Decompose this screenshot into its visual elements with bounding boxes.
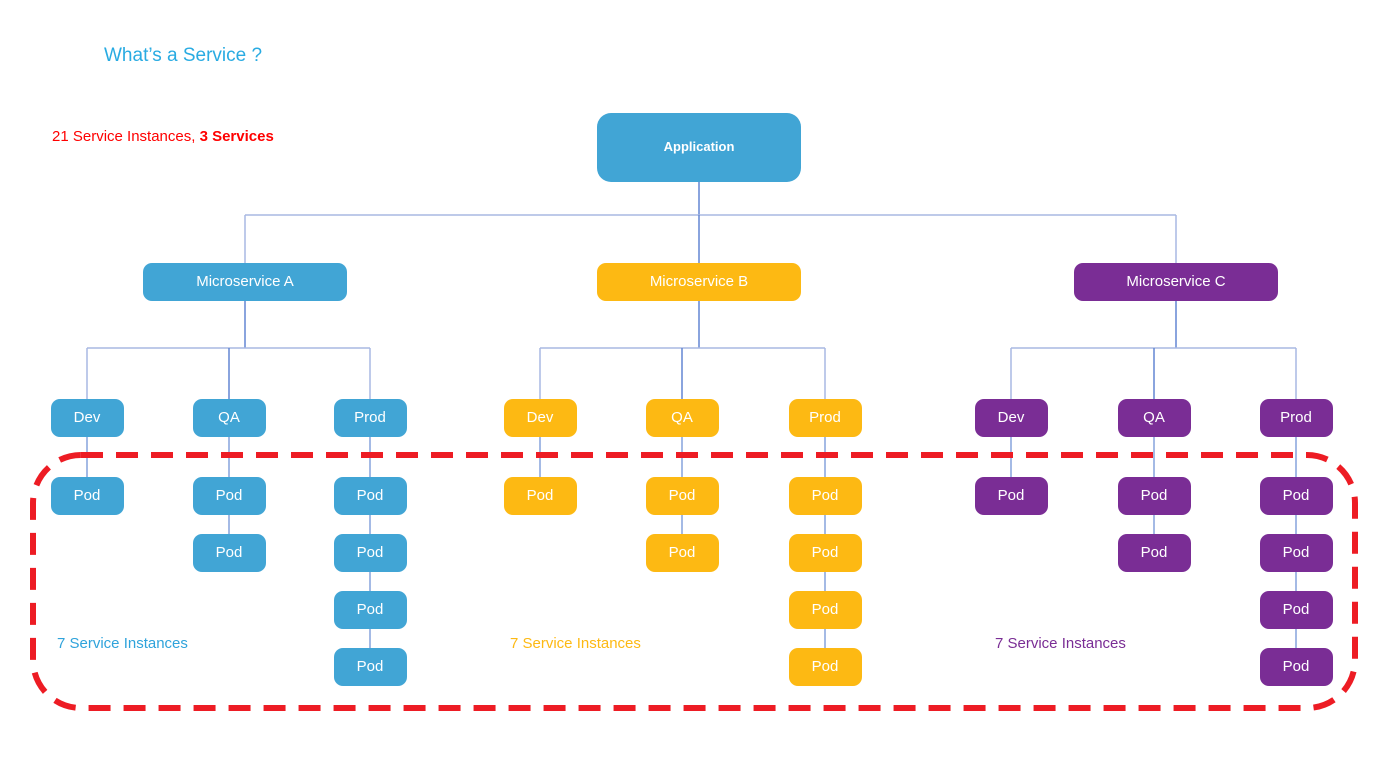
pod-node: Pod xyxy=(645,534,719,572)
service-node-purple: Microservice C xyxy=(1074,263,1278,301)
pod-node: Pod xyxy=(333,591,407,629)
application-node: Application xyxy=(597,113,801,182)
pod-node: Pod xyxy=(50,477,124,515)
env-node-qa: QA xyxy=(192,399,266,437)
service-instances-label: 7 Service Instances xyxy=(995,635,1126,652)
pod-node: Pod xyxy=(974,477,1048,515)
env-node-prod: Prod xyxy=(788,399,862,437)
pod-node: Pod xyxy=(333,477,407,515)
pod-node: Pod xyxy=(333,648,407,686)
pod-node: Pod xyxy=(1259,477,1333,515)
pod-node: Pod xyxy=(503,477,577,515)
pod-node: Pod xyxy=(192,477,266,515)
pod-node: Pod xyxy=(333,534,407,572)
pod-node: Pod xyxy=(645,477,719,515)
pod-node: Pod xyxy=(788,477,862,515)
pod-node: Pod xyxy=(788,591,862,629)
summary-regular: 21 Service Instances, xyxy=(52,128,200,145)
env-node-dev: Dev xyxy=(974,399,1048,437)
pod-node: Pod xyxy=(788,534,862,572)
env-node-qa: QA xyxy=(645,399,719,437)
pod-node: Pod xyxy=(788,648,862,686)
pod-node: Pod xyxy=(192,534,266,572)
pod-node: Pod xyxy=(1117,477,1191,515)
service-node-blue: Microservice A xyxy=(143,263,347,301)
env-node-prod: Prod xyxy=(1259,399,1333,437)
summary-text: 21 Service Instances, 3 Services xyxy=(52,128,274,145)
pod-node: Pod xyxy=(1117,534,1191,572)
pod-node: Pod xyxy=(1259,648,1333,686)
env-node-prod: Prod xyxy=(333,399,407,437)
pod-node: Pod xyxy=(1259,534,1333,572)
env-node-dev: Dev xyxy=(503,399,577,437)
pod-node: Pod xyxy=(1259,591,1333,629)
env-node-dev: Dev xyxy=(50,399,124,437)
service-node-yellow: Microservice B xyxy=(597,263,801,301)
service-instances-label: 7 Service Instances xyxy=(510,635,641,652)
page-title: What’s a Service ? xyxy=(104,45,263,66)
env-node-qa: QA xyxy=(1117,399,1191,437)
service-instances-label: 7 Service Instances xyxy=(57,635,188,652)
summary-bold: 3 Services xyxy=(199,128,274,145)
